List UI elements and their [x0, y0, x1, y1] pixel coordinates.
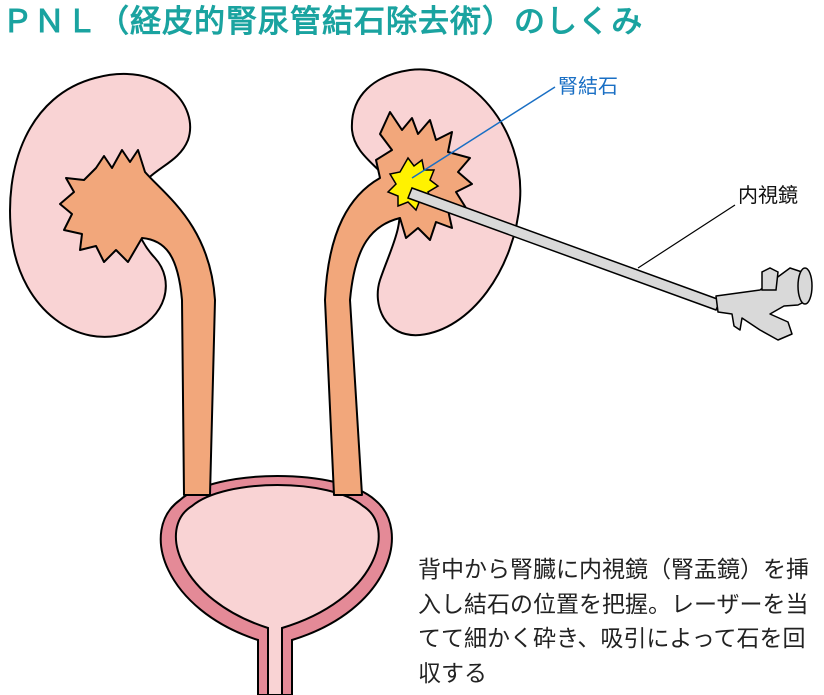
right-kidney: [324, 68, 522, 496]
endoscope-label: 内視鏡: [738, 183, 798, 207]
left-renal-pelvis: [59, 149, 216, 496]
endoscope-handle: [715, 267, 809, 341]
bladder-inner: [175, 484, 380, 695]
endoscope-shaft: [407, 187, 721, 311]
stone-leader-line: [411, 86, 556, 179]
endoscope-eyepiece: [797, 267, 813, 305]
endoscope: [407, 187, 813, 341]
page-title: ＰＮＬ（経皮的腎尿管結石除去術）のしくみ: [2, 4, 644, 40]
left-kidney: [9, 72, 216, 496]
kidney-stone-label: 腎結石: [558, 74, 618, 98]
endoscope-port: [761, 267, 779, 291]
description-text: 背中から腎臓に内視鏡（腎盂鏡）を挿入し結石の位置を把握。レーザーを当てて細かく砕…: [418, 557, 809, 687]
endoscope-leader-line: [637, 204, 736, 269]
bladder: [159, 475, 393, 695]
